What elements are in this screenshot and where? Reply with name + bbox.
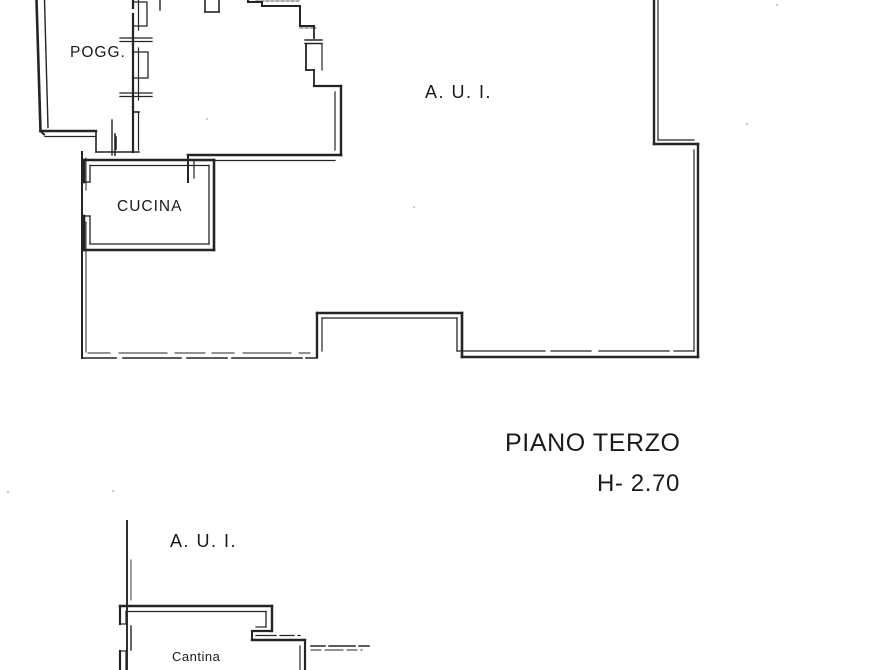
wall-center-horizontal	[186, 153, 343, 183]
cellar-wall-left-vertical	[126, 520, 132, 670]
unit-label-lower-aui: A. U. I.	[170, 531, 238, 551]
lower-floor-plan-group	[118, 520, 371, 670]
balcony-partition-wall	[131, 0, 140, 154]
unit-label-upper-aui: A. U. I.	[425, 82, 493, 102]
scan-artifacts	[6, 3, 779, 494]
cellar-wall-right-stepped	[250, 604, 371, 670]
balcony-fixture-upper	[132, 1, 148, 27]
cellar-door-jamb	[118, 604, 132, 670]
cellar-wall-top	[118, 604, 274, 613]
upper-floor-plan-group	[35, 0, 700, 359]
exterior-wall-left	[35, 0, 98, 138]
balcony-opening-marks	[119, 37, 153, 98]
dimension-tick-marks	[255, 0, 317, 29]
wall-upper-center	[159, 0, 220, 13]
exterior-wall-right	[652, 0, 700, 359]
balcony-lower-stub	[95, 111, 140, 156]
kitchen-room-walls	[82, 158, 216, 252]
ceiling-height-label: H- 2.70	[597, 470, 680, 497]
floor-designation-label: PIANO TERZO	[505, 429, 681, 457]
room-label-kitchen: CUCINA	[117, 198, 183, 215]
room-label-cellar: Cantina	[172, 649, 221, 664]
room-label-balcony: POGG.	[70, 44, 126, 61]
balcony-fixture-lower	[132, 51, 149, 79]
central-stepped-wall	[247, 0, 343, 157]
wall-bottom-stepped	[315, 311, 700, 359]
exterior-wall-left-lower	[81, 151, 87, 359]
